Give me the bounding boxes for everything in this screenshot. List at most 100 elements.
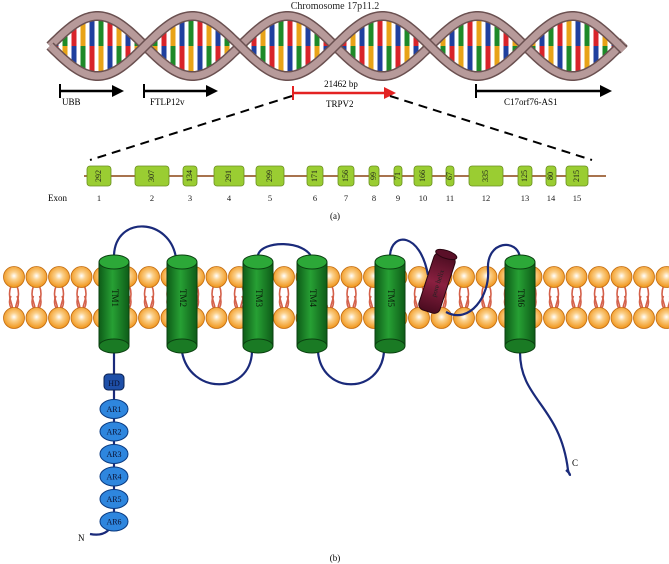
c-terminus-label: C <box>572 458 578 468</box>
lipid-head-inner <box>48 307 70 329</box>
exon-11-number: 11 <box>446 193 454 203</box>
hd-domain: HD <box>103 373 125 391</box>
lipid-tail <box>61 295 65 309</box>
exon-2-number: 2 <box>150 193 154 203</box>
lipid-head-inner <box>340 307 363 329</box>
exon-11-box <box>445 165 455 187</box>
ankyrin-ar5: AR5 <box>99 489 129 509</box>
lipid-head-inner <box>633 307 655 329</box>
lipid-head-outer <box>655 266 669 288</box>
exon-9-number: 9 <box>396 193 400 203</box>
exon-9-size: 71 <box>393 172 402 180</box>
exon-4-box <box>213 165 245 187</box>
lipid-tail <box>128 295 132 309</box>
lipid-tail <box>286 295 290 309</box>
exon-2-size: 307 <box>147 170 156 182</box>
ankyrin-ar2: AR2 <box>99 421 129 442</box>
chromosome-title: Chromosome 17p11.2 <box>291 1 380 12</box>
lipid-tail <box>578 295 582 309</box>
exon-5-number: 5 <box>268 193 272 203</box>
span-length-label: 21462 bp <box>324 79 358 89</box>
gene-c17orf76-as1: C17orf76-AS1 <box>475 84 612 107</box>
lipid-head-inner <box>655 307 669 329</box>
lipid-tail <box>368 295 372 309</box>
gene-ftlp12v: FTLP12v <box>143 84 218 107</box>
lipid-head-inner <box>205 307 228 329</box>
lipid-tail <box>353 295 357 309</box>
gene-label-c17orf76-as1: C17orf76-AS1 <box>504 97 558 107</box>
lipid-head-outer <box>588 266 610 288</box>
lipid-tail <box>623 295 627 309</box>
exon-13-box <box>517 165 533 187</box>
exon-2-box <box>134 165 170 187</box>
lipid-head-inner <box>610 307 633 329</box>
lipid-head-outer <box>543 266 565 288</box>
lipid-tail <box>16 295 20 309</box>
exon-1-number: 1 <box>97 193 101 203</box>
lipid-tail <box>83 295 87 309</box>
lipid-tail <box>38 295 42 309</box>
lipid-head-outer <box>48 266 70 288</box>
helix-label: TM4 <box>308 289 318 308</box>
lipid-head-outer <box>340 266 363 288</box>
lipid-head-outer <box>633 266 655 288</box>
gene-label-ubb: UBB <box>62 97 81 107</box>
exon-13-number: 13 <box>521 193 530 203</box>
lipid-head-inner <box>543 307 565 329</box>
lipid-head-inner <box>70 307 93 329</box>
exon-3-size: 134 <box>185 170 194 182</box>
pore-helix: pore helix <box>418 248 458 314</box>
ankyrin-ar6: AR6 <box>99 511 129 532</box>
lipid-tail <box>601 295 605 309</box>
helix-label: TM1 <box>110 289 120 307</box>
hd-label: HD <box>108 379 120 388</box>
exon-15-box <box>565 165 589 187</box>
lipid-tail <box>31 295 35 309</box>
exon-1-box <box>86 165 112 187</box>
helix-label: TM2 <box>178 289 188 307</box>
lipid-tail <box>143 295 147 309</box>
exon-6-number: 6 <box>313 193 317 203</box>
ankyrin-label: AR1 <box>106 405 121 414</box>
exon-10-size: 166 <box>418 170 427 182</box>
ankyrin-label: AR6 <box>106 518 121 527</box>
zoom-lines <box>89 95 593 161</box>
exon-8-size: 99 <box>369 172 378 180</box>
exon-14-box <box>545 165 557 187</box>
lipid-tail <box>53 295 57 309</box>
ankyrin-label: AR5 <box>106 495 121 504</box>
ankyrin-ar3: AR3 <box>99 444 129 464</box>
ankyrin-label: AR2 <box>106 428 121 437</box>
exon-5-size: 299 <box>265 170 274 182</box>
lipid-tail <box>233 295 237 309</box>
lipid-tail <box>548 295 552 309</box>
exon-12-box <box>468 165 504 187</box>
lipid-tail <box>331 295 335 309</box>
exon-row-label: Exon <box>48 193 67 203</box>
gene-track: UBB FTLP12v 21462 bp TRPV2 C17orf76-AS1 <box>59 79 612 109</box>
lipid-head-inner <box>3 307 25 329</box>
helix-tm4: TM4 <box>296 254 328 354</box>
exon-6-size: 171 <box>310 170 319 182</box>
lipid-head-outer <box>3 266 25 288</box>
exon-12-number: 12 <box>482 193 491 203</box>
lipid-tail <box>556 295 560 309</box>
helix-tm1: TM1 <box>98 254 130 354</box>
lipid-tail <box>151 295 155 309</box>
exon-7-box <box>337 165 355 187</box>
exon-8-number: 8 <box>372 193 376 203</box>
lipid-head-inner <box>408 307 430 329</box>
exon-4-number: 4 <box>227 193 232 203</box>
gene-label-trpv2: TRPV2 <box>326 99 354 109</box>
exon-7-number: 7 <box>344 193 348 203</box>
exon-7-size: 156 <box>341 170 350 182</box>
lipid-tail <box>616 295 620 309</box>
ankyrin-ar1: AR1 <box>99 399 129 419</box>
exon-12-size: 335 <box>481 170 490 182</box>
lipid-tail <box>346 295 350 309</box>
lipid-head-inner <box>25 307 48 329</box>
lipid-head-outer <box>565 266 588 288</box>
helix-tm5: TM5 <box>374 254 406 354</box>
exon-15-size: 215 <box>572 170 581 182</box>
lipid-head-inner <box>565 307 588 329</box>
